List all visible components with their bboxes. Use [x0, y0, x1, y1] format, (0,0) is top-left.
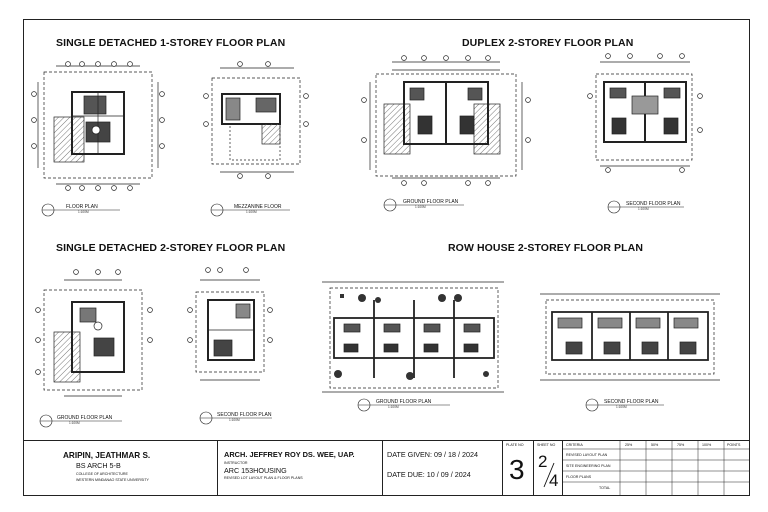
sheet-fraction-line: [543, 462, 555, 488]
plate-no-label: PLATE NO: [506, 443, 524, 447]
course-code: ARC 153HOUSING: [224, 466, 287, 475]
section-title-single-2-storey: SINGLE DETACHED 2-STOREY FLOOR PLAN: [56, 242, 286, 254]
college-name: COLLEGE OF ARCHITECTURE: [76, 472, 128, 476]
sheet-cell: SHEET NO 2 4: [534, 441, 563, 496]
sheet-no-label: SHEET NO: [537, 443, 556, 447]
date-given: DATE GIVEN: 09 / 18 / 2024: [387, 450, 478, 459]
criteria-col-75: 75%: [677, 443, 685, 447]
section-title-single-1-storey: SINGLE DETACHED 1-STOREY FLOOR PLAN: [56, 37, 286, 49]
criteria-header: CRITERIA: [566, 443, 583, 447]
criteria-col-50: 50%: [651, 443, 659, 447]
criteria-row-layout: REVISED LAYOUT PLAN: [566, 453, 608, 457]
plan-single2-second: [187, 267, 273, 381]
university-name: WESTERN MINDANAO STATE UNIVERSITY: [76, 478, 149, 482]
plan-rowhouse-second: [540, 293, 720, 381]
plan-duplex-ground: [361, 55, 531, 186]
plan-single2-ground: [35, 269, 153, 397]
instructor-role: INSTRUCTOR: [224, 461, 248, 465]
plate-cell: PLATE NO 3: [503, 441, 534, 496]
criteria-table: CRITERIA 25% 50% 75% 100% POINTS REVISED…: [563, 441, 750, 495]
plan-duplex-second: [587, 53, 703, 173]
criteria-col-25: 25%: [625, 443, 633, 447]
criteria-col-points: POINTS: [727, 443, 741, 447]
title-block: ARIPIN, JEATHMAR S. BS ARCH 5-B COLLEGE …: [23, 440, 750, 496]
section-title-duplex: DUPLEX 2-STOREY FLOOR PLAN: [462, 37, 634, 49]
plate-number: 3: [509, 454, 525, 485]
criteria-grid-lines: [563, 441, 750, 495]
section-title-rowhouse: ROW HOUSE 2-STOREY FLOOR PLAN: [448, 242, 644, 254]
student-cell: ARIPIN, JEATHMAR S. BS ARCH 5-B COLLEGE …: [23, 441, 218, 496]
sheet-denominator: 4: [549, 471, 559, 490]
criteria-row-floor-plans: FLOOR PLANS: [566, 475, 592, 479]
criteria-total: TOTAL: [599, 486, 611, 490]
instructor-name: ARCH. JEFFREY ROY DS. WEE, UAP.: [224, 450, 355, 459]
student-program: BS ARCH 5-B: [76, 461, 121, 470]
date-due: DATE DUE: 10 / 09 / 2024: [387, 470, 471, 479]
instructor-cell: ARCH. JEFFREY ROY DS. WEE, UAP. INSTRUCT…: [218, 441, 383, 496]
plan-single1-mezzanine: [203, 61, 309, 179]
plan-single1-floor: [31, 61, 165, 191]
project-name: REVISED LOT LAYOUT PLAN & FLOOR PLANS: [224, 476, 303, 480]
criteria-col-100: 100%: [702, 443, 712, 447]
sheet-numerator: 2: [538, 452, 548, 471]
student-name: ARIPIN, JEATHMAR S.: [63, 451, 151, 460]
criteria-row-site: SITE ENGINEERING PLAN: [566, 464, 611, 468]
dates-cell: DATE GIVEN: 09 / 18 / 2024 DATE DUE: 10 …: [383, 441, 503, 496]
plan-rowhouse-ground: [322, 281, 504, 393]
drawing-sheet-border: [23, 19, 750, 496]
